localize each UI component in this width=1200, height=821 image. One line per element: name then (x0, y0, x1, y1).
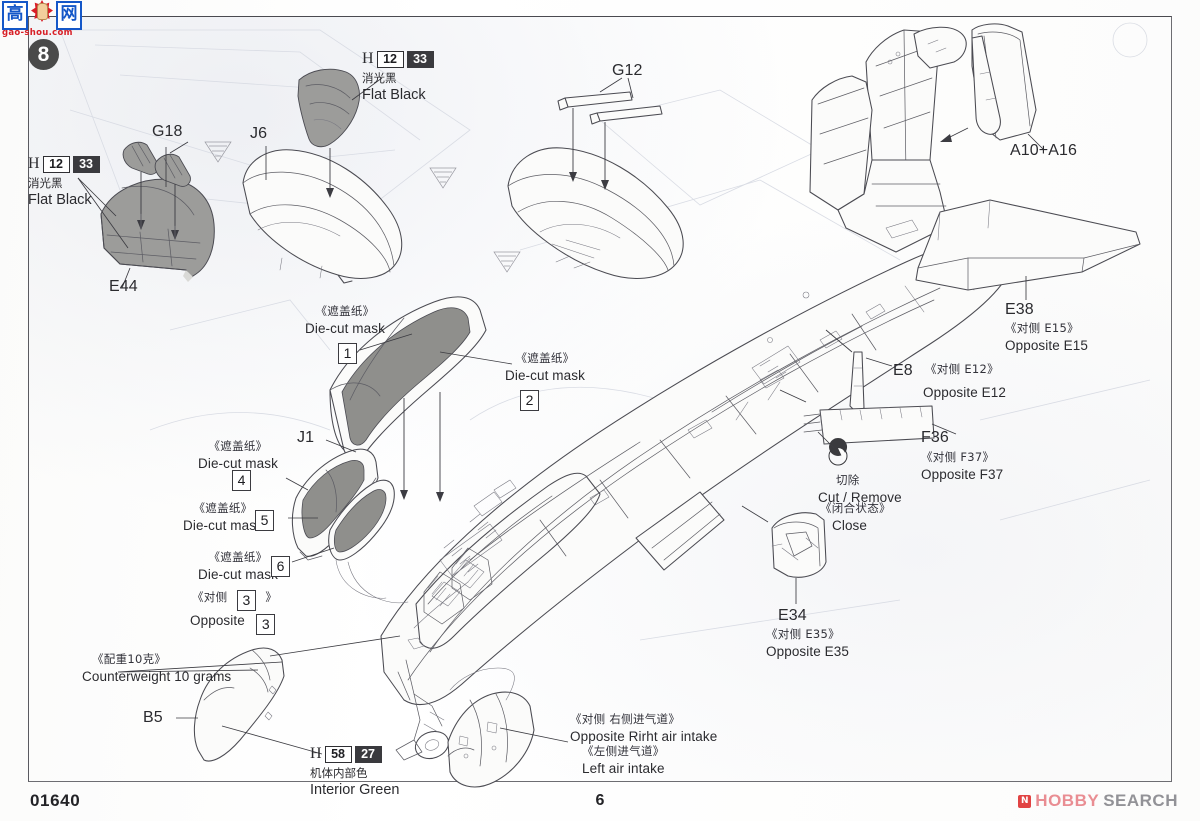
logo-char-wang: 网 (56, 1, 82, 30)
left-air-intake-cn: 《左侧进气道》 (582, 744, 665, 758)
paint-code-dark: 33 (406, 50, 434, 68)
paint-code-flat-black-left: H 12 33 消光黑 Flat Black (28, 155, 100, 208)
opposite-e15-cn: 《对侧 E15》 (1005, 321, 1079, 336)
opposite-e15-en: Opposite E15 (1005, 337, 1089, 353)
close-state-cn: 《闭合状态》 (820, 501, 891, 515)
paint-name-en: Flat Black (28, 192, 92, 208)
mask-5-en: Die-cut mask (183, 518, 263, 534)
watermark-hobby-text: HOBBY (1035, 791, 1100, 810)
paint-code-light: 12 (376, 50, 404, 68)
paint-code-dark: 33 (72, 155, 100, 173)
part-label-e44: E44 (109, 278, 138, 295)
logo-url: gao-shou.com (2, 28, 73, 38)
site-logo[interactable]: 高 网 gao-shou.com (2, 0, 82, 41)
paint-brand: H (310, 745, 322, 762)
close-state-en: Close (832, 518, 868, 534)
mask-4-cn: 《遮盖纸》 (208, 439, 268, 453)
note-mask-6: 《遮盖纸》 Die-cut mask (198, 550, 278, 583)
kit-number: 01640 (30, 791, 81, 810)
logo-char-gao: 高 (2, 1, 28, 30)
mask-number-2[interactable]: 2 (520, 390, 539, 411)
note-mask-2: 《遮盖纸》 Die-cut mask (505, 351, 585, 384)
mask-2-cn: 《遮盖纸》 (515, 351, 575, 365)
paint-name-cn: 消光黑 (28, 176, 63, 190)
part-group-e38: E38 《对侧 E15》 Opposite E15 (1005, 301, 1088, 353)
mask-6-en: Die-cut mask (198, 567, 278, 583)
mask-number-4[interactable]: 4 (232, 470, 251, 491)
opposite-e35-en: Opposite E35 (766, 643, 850, 659)
paint-code-interior-green: H 58 27 机体内部色 Interior Green (310, 745, 399, 798)
note-right-air-intake: 《对侧 右侧进气道》 Opposite Rirht air intake (570, 712, 718, 745)
mask-opposite-en: Opposite (190, 613, 245, 628)
mask-number-6[interactable]: 6 (271, 556, 290, 577)
step-number-badge: 8 (28, 39, 59, 70)
part-group-f36: F36 《对侧 F37》 Opposite F37 (921, 429, 1003, 482)
mask-1-en: Die-cut mask (305, 321, 385, 337)
left-air-intake-en: Left air intake (582, 761, 665, 777)
part-label-g12: G12 (612, 62, 643, 79)
fist-star-icon (30, 0, 54, 28)
part-label-e8: E8 (893, 362, 913, 379)
paint-brand: H (362, 50, 374, 67)
paint-name-en: Interior Green (310, 782, 400, 798)
paint-code-light: 12 (42, 155, 70, 173)
right-air-intake-en: Opposite Rirht air intake (570, 729, 718, 745)
part-group-e34: E34 《对侧 E35》 Opposite E35 (766, 607, 861, 659)
mask-1-cn: 《遮盖纸》 (315, 304, 375, 318)
note-cut-remove: 切除 Cut / Remove (818, 473, 902, 506)
part-label-b5: B5 (143, 709, 163, 726)
part-label-j6: J6 (250, 125, 268, 142)
mask-number-5[interactable]: 5 (255, 510, 274, 531)
hobby-search-watermark: N HOBBY SEARCH (1018, 791, 1178, 811)
mask-number-1[interactable]: 1 (338, 343, 357, 364)
mask-6-cn: 《遮盖纸》 (208, 550, 268, 564)
mask-number-3-cn[interactable]: 3 (236, 590, 256, 611)
note-left-air-intake: 《左侧进气道》 Left air intake (582, 744, 665, 777)
paint-code-dark: 27 (354, 745, 382, 763)
part-label-a10-a16: A10+A16 (1010, 142, 1077, 159)
opposite-e12-en: Opposite E12 (923, 385, 1007, 401)
part-label-e38: E38 (1005, 301, 1034, 318)
note-close-state: 《闭合状态》 Close (820, 501, 891, 533)
paint-name-cn: 消光黑 (362, 71, 397, 85)
mask-5-cn: 《遮盖纸》 (193, 501, 253, 515)
part-label-e34: E34 (778, 607, 807, 624)
note-mask-1: 《遮盖纸》 Die-cut mask (305, 304, 385, 337)
counterweight-en: Counterweight 10 grams (82, 669, 232, 685)
mask-4-en: Die-cut mask (198, 456, 278, 472)
watermark-search-text: SEARCH (1103, 791, 1178, 810)
note-mask-opposite-3-en: Opposite 3 (190, 612, 276, 635)
hobby-search-mark-icon: N (1018, 794, 1032, 808)
note-mask-opposite-3: 《对侧 3 》 (192, 588, 277, 611)
cut-remove-cn: 切除 (836, 473, 860, 487)
paint-code-light: 58 (324, 745, 352, 763)
counterweight-cn: 《配重10克》 (92, 652, 167, 666)
paint-code-flat-black-top: H 12 33 消光黑 Flat Black (362, 50, 434, 103)
mask-number-3-en[interactable]: 3 (256, 614, 276, 635)
opposite-f37-cn: 《对侧 F37》 (921, 450, 995, 465)
paint-name-cn: 机体内部色 (310, 766, 368, 780)
mask-2-en: Die-cut mask (505, 368, 585, 384)
opposite-e35-cn: 《对侧 E35》 (766, 627, 840, 642)
part-label-g18: G18 (152, 123, 183, 140)
part-label-f36: F36 (921, 429, 949, 446)
right-air-intake-cn: 《对侧 右侧进气道》 (570, 712, 681, 726)
logo-characters: 高 网 (2, 0, 82, 30)
paint-brand: H (28, 155, 40, 172)
note-mask-4: 《遮盖纸》 Die-cut mask (198, 439, 278, 472)
note-mask-5: 《遮盖纸》 Die-cut mask (183, 501, 263, 534)
mask-opposite-cn-prefix: 《对侧 (192, 590, 228, 604)
note-counterweight: 《配重10克》 Counterweight 10 grams (82, 652, 241, 684)
page-number: 6 (595, 792, 605, 809)
part-group-e8: E8 《对侧 E12》 Opposite E12 (893, 362, 1006, 400)
opposite-e12-cn: 《对侧 E12》 (925, 362, 999, 376)
part-label-j1: J1 (297, 429, 315, 446)
mask-opposite-cn-suffix: 》 (265, 590, 278, 604)
cut-remove-en: Cut / Remove (818, 490, 902, 506)
opposite-f37-en: Opposite F37 (921, 466, 1004, 482)
paint-name-en: Flat Black (362, 87, 426, 103)
